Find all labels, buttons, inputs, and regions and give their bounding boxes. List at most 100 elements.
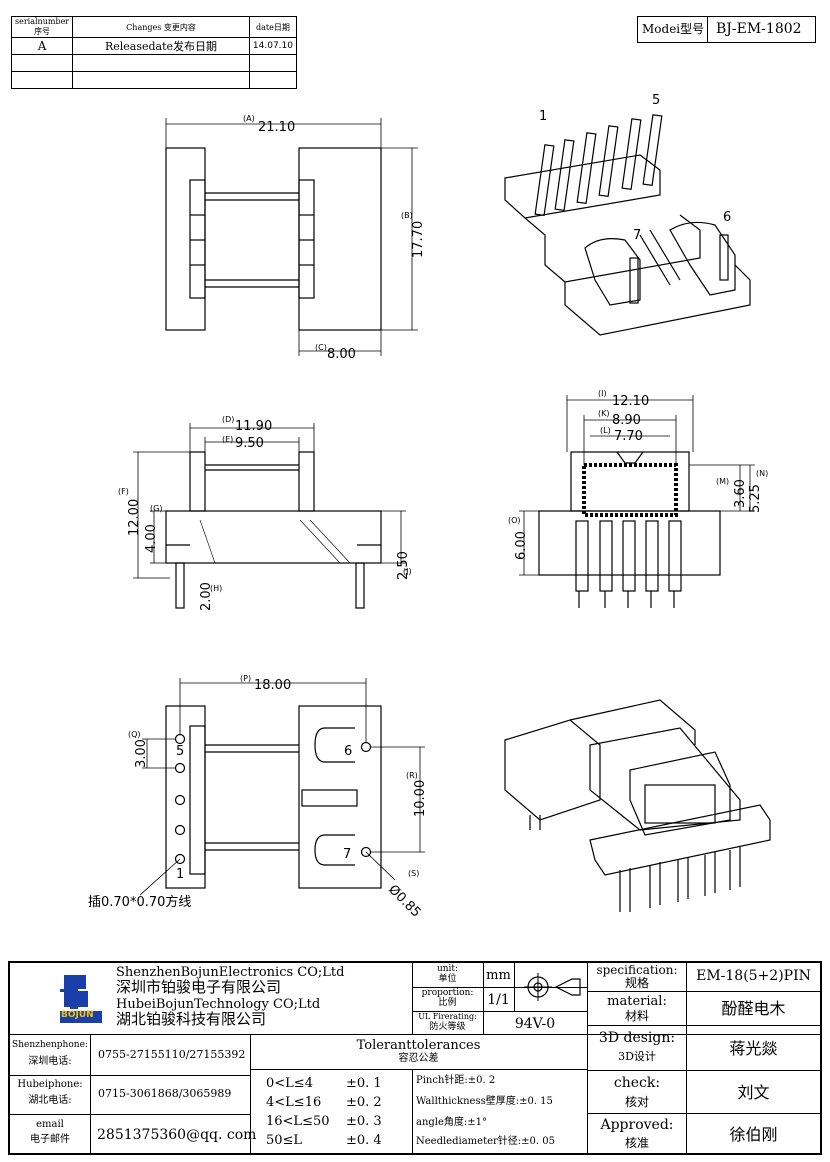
- rev-changes: Releasedate发布日期: [72, 37, 250, 55]
- top-view-right-flange: [298, 147, 382, 331]
- tolerance-range: 4<L≤16: [266, 1095, 322, 1110]
- tolerance-value: ±0. 3: [346, 1114, 382, 1129]
- tolerance-range: 0<L≤4: [266, 1076, 313, 1091]
- company-logo: [60, 975, 102, 1023]
- dim-a-label: (A): [243, 114, 255, 123]
- approved-label-en: Approved:: [600, 1117, 674, 1133]
- dim-r-value: 10.00: [413, 780, 428, 817]
- check-label-cn: 核对: [624, 1095, 649, 1109]
- pin-label-6-bottom: 6: [344, 744, 352, 759]
- revision-table: serialnumber序号 Changes 变更内容 date日期 A Rel…: [10, 16, 298, 89]
- approved-label-cn: 核准: [624, 1136, 649, 1150]
- hubei-phone-label-cn: 湖北电话:: [28, 1095, 72, 1106]
- tolerances-title-cn: 容忍公差: [398, 1053, 439, 1064]
- dim-i-label: (I): [598, 389, 607, 398]
- company-name-en-2: HubeiBojunTechnology CO;Ltd: [116, 997, 321, 1012]
- company-name-cn-1: 深圳市铂骏电子有限公司: [116, 978, 282, 996]
- tolerance-note: Pinch针距:±0. 2: [416, 1075, 496, 1086]
- tolerance-value: ±0. 4: [346, 1133, 382, 1148]
- email-label-en: email: [36, 1119, 64, 1130]
- approved-value: 徐伯刚: [729, 1125, 778, 1144]
- shenzhen-phone-label-en: Shenzhenphone:: [12, 1040, 88, 1050]
- tolerances-title-en: Toleranttolerances: [356, 1038, 481, 1053]
- dim-f-value: 12.00: [127, 499, 142, 536]
- dim-b-label: (B): [401, 211, 413, 220]
- ul-value: 94V-0: [514, 1016, 556, 1032]
- dim-e-label: (E): [222, 435, 233, 444]
- logo-text: BOJUN: [61, 1010, 94, 1020]
- design3d-label-cn: 3D设计: [618, 1050, 656, 1063]
- dim-f-label: (F): [118, 487, 129, 496]
- dim-c-label: (C): [315, 343, 327, 352]
- dim-e-value: 9.50: [235, 436, 264, 451]
- email-value: 2851375360@qq. com: [97, 1127, 257, 1143]
- model-value: BJ-EM-1802: [716, 21, 802, 37]
- dim-m-label: (M): [716, 477, 729, 486]
- dim-p-value: 18.00: [254, 678, 291, 693]
- tolerance-note: Wallthickness壁厚度:±0. 15: [416, 1096, 553, 1107]
- tolerance-value: ±0. 2: [346, 1095, 382, 1110]
- material-label-en: material:: [607, 994, 667, 1009]
- pin-label-6: 6: [723, 210, 731, 225]
- dim-n-label: (N): [756, 469, 768, 478]
- tolerance-range: 50≤L: [266, 1133, 303, 1148]
- pin-label-7-bottom: 7: [343, 847, 351, 862]
- check-label-en: check:: [613, 1075, 661, 1091]
- dim-r-label: (R): [406, 771, 418, 780]
- tolerance-note: angle角度:±1°: [416, 1117, 488, 1128]
- material-label-cn: 材料: [624, 1009, 649, 1023]
- spec-value: EM-18(5+2)PIN: [696, 968, 811, 984]
- pin-label-7: 7: [633, 228, 641, 243]
- hubei-phone-label-en: Hubeiphone:: [17, 1079, 83, 1090]
- dim-h-value: 2.00: [199, 582, 214, 611]
- dim-l-value: 7.70: [614, 429, 643, 444]
- dim-j-value: 2.50: [396, 551, 411, 580]
- dim-k-value: 8.90: [612, 413, 641, 428]
- dim-l-label: (L): [600, 426, 611, 435]
- dim-q-label: (Q): [128, 730, 141, 739]
- dim-b-value: 17.70: [411, 221, 426, 258]
- dim-p-label: (P): [240, 674, 251, 683]
- shenzhen-phone-value: 0755-27155110/27155392: [98, 1048, 246, 1061]
- unit-value: mm: [486, 968, 511, 983]
- pin-label-1-bottom: 1: [176, 867, 184, 882]
- tolerance-value: ±0. 1: [346, 1076, 382, 1091]
- dim-o-value: 6.00: [514, 531, 529, 560]
- design3d-value: 蒋光燚: [729, 1039, 778, 1058]
- title-block: BOJUN ShenzhenBojunElectronics CO;Ltd 深圳…: [8, 961, 822, 1155]
- rev-date: [248, 71, 298, 89]
- dim-g-value: 4.00: [144, 524, 159, 553]
- dim-c-value: 8.00: [327, 347, 356, 362]
- pin-label-1: 1: [539, 109, 547, 124]
- spec-label-en: specification:: [596, 963, 678, 977]
- wire-note: 插0.70*0.70方线: [88, 894, 191, 910]
- ul-label-en: UL Firerating:: [418, 1012, 477, 1021]
- dim-d-value: 11.90: [235, 419, 272, 434]
- dim-s-value: Ø0.85: [385, 882, 423, 920]
- unit-label-en: unit:: [436, 964, 459, 974]
- unit-label-cn: 单位: [438, 974, 457, 984]
- pin-label-5: 5: [652, 93, 660, 108]
- hubei-phone-value: 0715-3061868/3065989: [98, 1087, 232, 1100]
- company-name-en-1: ShenzhenBojunElectronics CO;Ltd: [116, 965, 345, 980]
- dim-h-label: (H): [210, 584, 222, 593]
- top-view-left-flange: [165, 147, 206, 331]
- proportion-label-cn: 比例: [438, 998, 457, 1008]
- dim-a-value: 21.10: [258, 120, 295, 135]
- email-label-cn: 电子邮件: [30, 1134, 70, 1145]
- dim-q-value: 3.00: [134, 739, 149, 768]
- dim-d-label: (D): [222, 415, 234, 424]
- pin-label-5-bottom: 5: [176, 744, 184, 759]
- dim-j-label: (J): [403, 567, 412, 576]
- company-name-cn-2: 湖北铂骏科技有限公司: [116, 1010, 267, 1028]
- dim-i-value: 12.10: [612, 394, 649, 409]
- check-value: 刘文: [737, 1083, 770, 1102]
- design3d-label-en: 3D design:: [598, 1030, 676, 1046]
- model-box: Modei型号 BJ-EM-1802: [637, 16, 816, 43]
- ul-label-cn: 防火等级: [429, 1022, 466, 1032]
- dim-g-label: (G): [150, 504, 162, 513]
- dim-o-label: (O): [508, 516, 521, 525]
- projection-symbol-icon: [524, 973, 581, 1001]
- dim-k-label: (K): [598, 409, 610, 418]
- spec-label-cn: 规格: [624, 976, 649, 990]
